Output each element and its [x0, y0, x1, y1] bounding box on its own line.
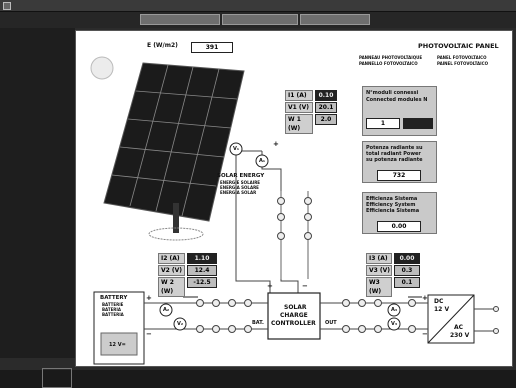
inverter-ac: AC — [454, 324, 464, 331]
v3-meter-icon: V₃ — [391, 321, 398, 327]
panel-subtitle-1: PANNEAU PHOTOVOLTAIQUE — [359, 55, 423, 60]
i1-value: 0.10 — [315, 90, 337, 101]
panel-subtitle-4: PAINEL FOTOVOLTAICO — [437, 61, 488, 66]
menu-item-2[interactable] — [222, 14, 298, 25]
v2-label: V2 (V) — [158, 265, 185, 276]
battery-l1: BATTERY — [100, 295, 128, 301]
lower-terminal-icons — [196, 299, 499, 334]
battery-voltage: 12 V= — [109, 342, 126, 348]
minus-sign-ctrl-right: − — [302, 282, 308, 290]
solar-panel-icon — [103, 62, 245, 241]
v1-value: 20.1 — [315, 102, 337, 113]
irradiance-label: E (W/m2) — [147, 42, 178, 49]
inverter-dc-voltage: 12 V — [434, 306, 450, 313]
v3-value: 0.3 — [394, 265, 420, 276]
i2-value: 1.10 — [187, 253, 217, 264]
power-value: 732 — [377, 170, 421, 181]
out-port-label: OUT — [325, 320, 337, 326]
efficiency-line2: Efficiency System — [366, 202, 416, 208]
menu-item-3[interactable] — [300, 14, 370, 25]
modules-value[interactable]: 1 — [366, 118, 400, 129]
power-line2: total radiant Power — [366, 151, 421, 157]
corner-box — [42, 368, 72, 388]
panel-subtitle-2: PANEL FOTOVOLTAICO — [437, 55, 487, 60]
title-bar — [0, 0, 516, 12]
system-menu-icon[interactable] — [3, 2, 11, 10]
controller-box — [267, 292, 321, 340]
circuit-diagram — [90, 56, 499, 365]
simulation-panel: E (W/m2) 391 PHOTOVOLTAIC PANEL PANNEAU … — [75, 30, 513, 367]
v2-value: 12.4 — [187, 265, 217, 276]
minus-sign-battery: − — [146, 330, 152, 338]
a1-meter-icon: A₁ — [259, 158, 266, 164]
modules-selector[interactable] — [403, 118, 433, 129]
i3-label: I3 (A) — [366, 253, 392, 264]
battery-l4: BATTERIA — [102, 312, 124, 317]
irradiance-value[interactable]: 391 — [191, 42, 233, 53]
inverter-dc: DC — [434, 298, 444, 305]
terminal-icons — [277, 197, 312, 240]
efficiency-line3: Efficiencia Sistema — [366, 208, 420, 214]
efficiency-value: 0.00 — [377, 221, 421, 232]
plus-sign-ctrl-left: + — [267, 282, 273, 290]
solar-energy-l1: SOLAR ENERGY — [217, 173, 265, 179]
battery-l2: BATTERIE — [102, 302, 124, 307]
power-line3: su potenza radiante — [366, 157, 423, 163]
controller-l3: CONTROLLER — [271, 320, 316, 327]
plus-sign-inverter: + — [422, 294, 428, 302]
efficiency-line1: Efficienza Sistema — [366, 196, 418, 202]
panel-title: PHOTOVOLTAIC PANEL — [418, 42, 499, 50]
i1-label: I1 (A) — [285, 90, 313, 101]
meter-symbols — [159, 142, 401, 331]
w3-label: W3 (W) — [366, 277, 392, 297]
menu-item-1[interactable] — [140, 14, 220, 25]
solar-energy-l2: ENERGIE SOLAIRE — [220, 180, 261, 185]
w2-value: -12.5 — [187, 277, 217, 288]
battery-l3: BATERIA — [102, 307, 121, 312]
v2-meter-icon: V₂ — [177, 321, 184, 327]
solar-energy-l4: ENERGIA SOLAR — [220, 190, 257, 195]
w1-value: 2.0 — [315, 114, 337, 125]
side-panel — [0, 28, 75, 388]
solar-energy-l3: ENERGIA SOLARE — [220, 185, 259, 190]
sun-icon — [90, 56, 114, 80]
a3-meter-icon: A₃ — [391, 307, 398, 313]
v3-label: V3 (V) — [366, 265, 392, 276]
inverter-ac-voltage: 230 V — [450, 332, 470, 339]
v1-meter-icon: V₁ — [233, 146, 240, 152]
w1-label: W 1 (W) — [285, 114, 313, 134]
w2-label: W 2 (W) — [158, 277, 185, 297]
i2-label: I2 (A) — [158, 253, 185, 264]
efficiency-box: Efficienza Sistema Efficiency System Eff… — [362, 192, 437, 234]
v1-label: V1 (V) — [285, 102, 313, 113]
plus-sign-panel: + — [273, 140, 279, 148]
menu-bar — [0, 12, 516, 28]
w3-value: 0.1 — [394, 277, 420, 288]
panel-subtitle-3: PANNELLO FOTOVOLTAICO — [359, 61, 418, 66]
modules-box: N°moduli connessi Connected modules N 1 — [362, 86, 437, 136]
a2-meter-icon: A₂ — [163, 307, 170, 313]
power-line1: Potenza radiante su — [366, 145, 423, 151]
plus-sign-battery: + — [146, 294, 152, 302]
controller-l1: SOLAR — [284, 304, 307, 311]
minus-sign-inverter: − — [422, 330, 428, 338]
modules-line2: Connected modules N — [366, 97, 428, 103]
controller-l2: CHARGE — [280, 312, 308, 319]
modules-line1: N°moduli connessi — [366, 90, 419, 96]
power-box: Potenza radiante su total radiant Power … — [362, 141, 437, 183]
bat-port-label: BAT. — [252, 320, 264, 326]
i3-value: 0.00 — [394, 253, 420, 264]
